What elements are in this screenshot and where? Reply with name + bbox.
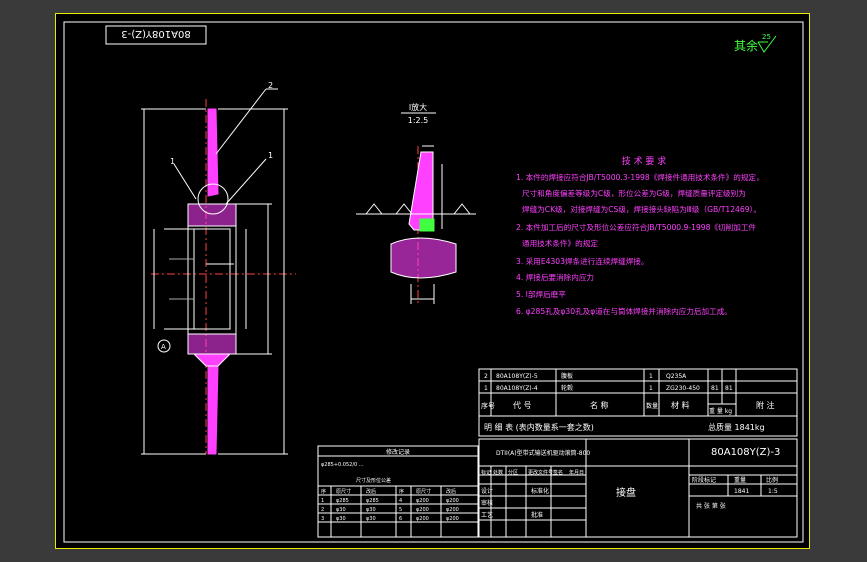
- tb-weight: 1841: [734, 488, 749, 495]
- rev-r3-3: φ30: [366, 516, 376, 522]
- drawing-code: 80A108Y(Z)-3: [711, 447, 780, 458]
- main-section-view: [141, 88, 296, 455]
- tb-row-label-2: 处数: [493, 469, 503, 476]
- bom-r1-name: 腹板: [561, 372, 573, 380]
- bom-r1-no: 2: [484, 373, 488, 380]
- stamp-code: 80A108Y(Z)-3: [121, 28, 190, 39]
- detail-scale: 1:2.5: [408, 116, 429, 125]
- tb-row-label-4: 更改文件号: [528, 469, 553, 476]
- bom-h-no: 序号: [481, 401, 495, 410]
- roughness-icon: [757, 35, 777, 53]
- tb-process: 工艺: [481, 511, 493, 519]
- bom-r2-mat: ZG230-450: [666, 385, 700, 392]
- rev-r3-6: φ200: [446, 516, 459, 522]
- bom-footer: 明 细 表 (表内数量系一套之数): [484, 422, 594, 432]
- bom-r1-code: 80A108Y(Z)-5: [496, 373, 538, 380]
- rev-title: 修改记录: [386, 448, 410, 456]
- bom-r2-w1: 81: [711, 385, 719, 392]
- part-name: 接盘: [616, 486, 636, 499]
- tb-std: 标准化: [531, 487, 549, 495]
- bom-r2-code: 80A108Y(Z)-4: [496, 385, 538, 392]
- surface-finish-label: 其余: [734, 38, 758, 53]
- tb-sheets: 共 张 第 张: [696, 502, 726, 510]
- rev-r3-5: φ200: [416, 516, 429, 522]
- tech-line-8: 5. Ⅰ部焊后磨平: [516, 289, 566, 299]
- bom-h-mat: 材 料: [671, 400, 690, 410]
- bom-r2-qty: 1: [649, 385, 653, 392]
- part-label-1: 1: [170, 157, 175, 166]
- inner-frame: [63, 21, 804, 543]
- tech-title: 技 术 要 求: [622, 155, 667, 167]
- drawing-sheet: 80A108Y(Z)-3 其余 25: [55, 13, 810, 549]
- rev-r1-3: φ285: [366, 498, 379, 504]
- rev-r1-6: φ200: [446, 498, 459, 504]
- rev-r2-5: φ200: [416, 507, 429, 513]
- rev-line-1: φ285+0.052/0 ...: [321, 462, 364, 468]
- rev-h-4: 序: [399, 488, 404, 495]
- rev-r1-1: 1: [321, 498, 324, 504]
- tb-design: 设计: [481, 487, 493, 495]
- bom-h-note: 附 注: [756, 400, 775, 410]
- tech-line-7: 4. 焊接后要消除内应力: [516, 272, 594, 282]
- tech-line-2: 尺寸和角度偏差等级为C级，形位公差为G级，焊缝质量评定级别为: [522, 188, 746, 198]
- tb-stage-label: 阶段标记: [692, 476, 716, 484]
- rev-r1-5: φ200: [416, 498, 429, 504]
- bom-total-weight: 总质量 1841kg: [708, 422, 765, 432]
- project-name: DTII(A)型带式输送机驱动滚筒-800: [496, 449, 590, 457]
- rev-r3-2: φ30: [336, 516, 346, 522]
- tb-row-label-5: 签名: [553, 469, 563, 476]
- rev-h-2: 原尺寸: [336, 488, 351, 495]
- bom-r1-mat: Q235A: [666, 373, 687, 380]
- tb-weight-label: 重量: [734, 476, 746, 484]
- tech-line-3: 焊缝为CK级，对接焊缝为CS级，焊接接头缺陷为Ⅲ级（GB/T12469）。: [522, 204, 761, 214]
- tb-scale-label: 比例: [766, 476, 778, 484]
- tech-line-1: 1. 本件的焊接应符合JB/T5000.3-1998《焊接件通用技术条件》的规定…: [516, 172, 764, 182]
- rev-h-5: 原尺寸: [416, 488, 431, 495]
- surface-finish-value: 25: [762, 33, 771, 41]
- rev-r3-4: 6: [399, 516, 402, 522]
- rev-h-6: 改后: [446, 488, 456, 495]
- bom-r2-w2: 81: [725, 385, 733, 392]
- rev-r1-4: 4: [399, 498, 402, 504]
- rev-r2-1: 2: [321, 507, 324, 513]
- revision-table: [317, 445, 479, 538]
- bom-table: [478, 368, 798, 437]
- tb-approve: 批准: [531, 511, 543, 519]
- bom-h-qty: 数量: [646, 402, 658, 410]
- rev-r2-4: 5: [399, 507, 402, 513]
- tb-row-label-6: 年月日: [569, 469, 584, 476]
- bom-h-weight: 重 量 kg: [709, 407, 732, 415]
- tb-review: 审核: [481, 499, 493, 507]
- tech-line-9: 6. φ285孔及φ30孔及φ道在与筒体焊接并消除内应力后加工成。: [516, 306, 732, 316]
- tech-line-5: 通用技术条件》的规定: [522, 238, 598, 248]
- bom-h-code: 代 号: [513, 400, 532, 410]
- bom-r1-qty: 1: [649, 373, 653, 380]
- rev-r2-6: φ200: [446, 507, 459, 513]
- part-label-2: 2: [268, 81, 273, 90]
- rev-r2-3: φ30: [366, 507, 376, 513]
- tb-row-label-1: 标记: [481, 469, 491, 476]
- bom-r2-no: 1: [484, 385, 488, 392]
- rev-r1-2: φ285: [336, 498, 349, 504]
- surface-finish-mark: 其余 25: [734, 33, 777, 53]
- detail-title: I放大: [409, 102, 427, 112]
- tb-scale: 1:5: [768, 488, 778, 495]
- rev-h-1: 序: [321, 488, 326, 495]
- bom-h-name: 名 称: [590, 400, 609, 410]
- cad-drawing: 80A108Y(Z)-3 其余 25: [63, 21, 804, 543]
- bom-r2-name: 轮毂: [561, 384, 573, 392]
- mirrored-stamp: 80A108Y(Z)-3: [105, 25, 207, 45]
- tech-requirements: 技 术 要 求 1. 本件的焊接应符合JB/T5000.3-1998《焊接件通用…: [516, 155, 764, 316]
- datum-a: A: [161, 343, 166, 351]
- rev-h-3: 改后: [366, 488, 376, 495]
- rev-r2-2: φ30: [336, 507, 346, 513]
- tech-line-4: 2. 本件加工后的尺寸及形位公差应符合JB/T5000.9-1998《切削加工件: [516, 222, 756, 232]
- rev-r3-1: 3: [321, 516, 324, 522]
- title-block: [478, 438, 798, 538]
- detail-view: I放大 1:2.5: [356, 102, 476, 304]
- tech-line-6: 3. 采用E4303焊条进行连续焊缝焊接。: [516, 256, 649, 266]
- rev-line-2: 尺寸及形位公差: [356, 477, 391, 484]
- tb-row-label-3: 分区: [508, 469, 518, 476]
- part-label-1b: 1: [268, 151, 273, 160]
